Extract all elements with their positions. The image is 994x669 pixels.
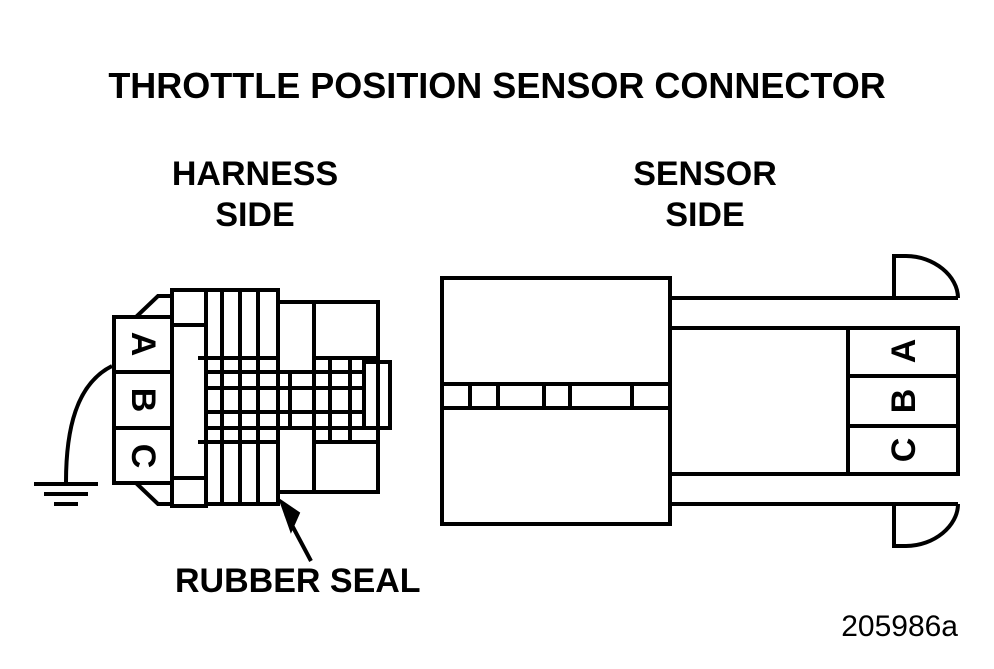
sensor-pin-a: A [885,339,923,364]
sensor-mating-slot [442,382,670,410]
harness-pin-c: C [124,444,162,469]
rubber-seal-label: RUBBER SEAL [175,562,421,600]
sensor-connector [440,254,960,548]
harness-side-line1: HARNESS [171,155,339,193]
sensor-side-line1: SENSOR [633,155,777,193]
harness-lock-tab-top [134,294,172,319]
harness-lock-tab-bottom [134,481,172,506]
harness-side-label: HARNESS SIDE [140,154,370,236]
sensor-latch-top [892,254,960,299]
rubber-seal [198,288,280,506]
harness-rear-housing [276,300,316,494]
harness-pin-a: A [124,332,162,357]
sensor-side-line2: SIDE [665,196,745,234]
sensor-pin-face [846,326,960,476]
harness-pin-b: B [124,388,162,413]
sensor-latch-bottom [892,503,960,548]
harness-collar [170,288,208,508]
figure-id: 205986a [841,610,958,643]
sensor-pin-b: B [885,389,923,414]
harness-side-line2: SIDE [215,196,295,234]
harness-terminals [206,358,364,442]
sensor-shroud [670,296,958,506]
leader-arrow-icon [278,497,313,562]
harness-end-cap [362,360,392,430]
diagram-title: THROTTLE POSITION SENSOR CONNECTOR [108,65,886,106]
ground-symbol-icon [34,482,98,506]
sensor-side-label: SENSOR SIDE [590,154,820,236]
harness-connector [112,288,392,508]
ground-wire [64,364,113,483]
sensor-housing [440,276,672,526]
sensor-pin-c: C [885,438,923,463]
